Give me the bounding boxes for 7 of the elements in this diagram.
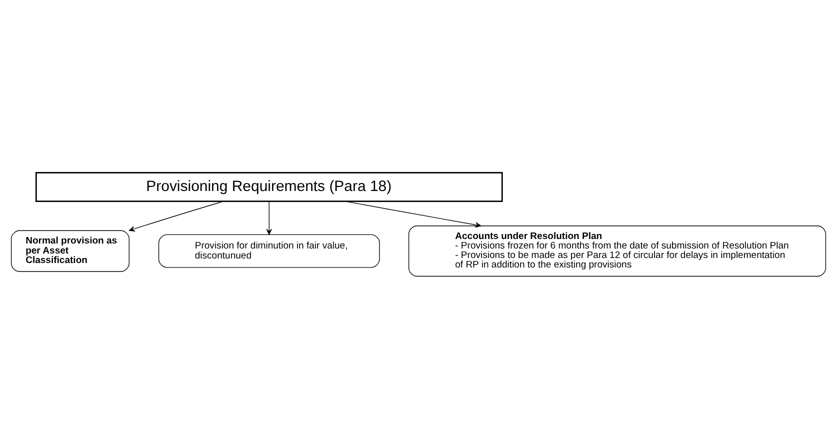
arrow [128,200,224,232]
node-box: Accounts under Resolution Plan - Provisions frozen for 6 months from the date of submission of Resolution Plan - Provisions to be made as per Para 12 of circular for delays in implementation of RP in addition to the existing provisions [408,225,826,276]
node-box: Provisioning Requirements (Para 18) [35,172,503,202]
node-box: Normal provision as per Asset Classification [10,230,130,272]
arrow [266,200,272,234]
arrow [344,200,482,228]
node-box: Provision for diminution in fair value, discontunued [158,234,380,268]
